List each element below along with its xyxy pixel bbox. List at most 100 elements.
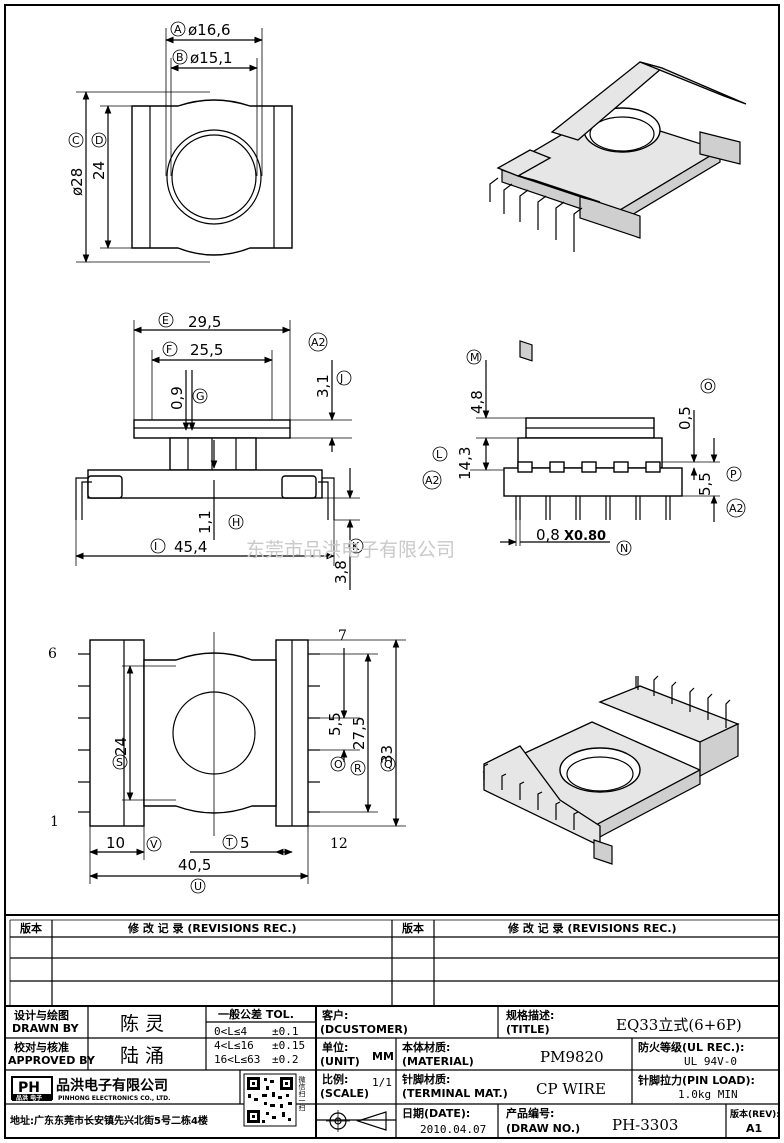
rev-record-header-left: 修 改 记 录 (REVISIONS REC.) bbox=[127, 921, 297, 935]
svg-text:M: M bbox=[470, 351, 480, 364]
company-address: 地址:广东东莞市长安镇先兴北街5号二栋4楼 bbox=[10, 1114, 208, 1127]
svg-text:L: L bbox=[436, 448, 443, 461]
dim-P: 5,5 bbox=[696, 472, 714, 496]
rev-version-header-right: 版本 bbox=[402, 921, 424, 935]
scale-label-en: (SCALE) bbox=[320, 1087, 369, 1100]
svg-text:A2: A2 bbox=[311, 336, 326, 349]
designer-name: 陈 灵 bbox=[120, 1013, 164, 1035]
dim-F: 25,5 bbox=[190, 341, 223, 359]
dim-A: ø16,6 bbox=[188, 21, 231, 39]
pin-7-label: 7 bbox=[338, 628, 347, 644]
svg-text:A2: A2 bbox=[729, 502, 744, 515]
dim-E: 29,5 bbox=[188, 313, 221, 331]
side-view: 4,8 M 14,3 L A2 0,5 O 5,5 P A2 0,8 X0.80… bbox=[422, 349, 746, 556]
svg-text:G: G bbox=[196, 390, 205, 403]
company-logo: PH 品洪 电子 bbox=[11, 1076, 53, 1102]
dim-B: ø15,1 bbox=[190, 49, 233, 67]
unit-label-cn: 单位: bbox=[322, 1040, 348, 1054]
title-block: 设计与绘图 DRAWN BY 陈 灵 校对与核准 APPROVED BY 陆 涌… bbox=[5, 1005, 780, 1138]
tol-value-1: ±0.1 bbox=[272, 1025, 299, 1038]
projection-symbol bbox=[326, 1110, 387, 1132]
svg-text:F: F bbox=[166, 343, 172, 356]
pinload-label: 针脚拉力(PIN LOAD): bbox=[638, 1073, 755, 1087]
rev-value: A1 bbox=[746, 1122, 762, 1135]
terminal-value: CP WIRE bbox=[536, 1080, 606, 1098]
drawno-label-en: (DRAW NO.) bbox=[506, 1122, 580, 1135]
svg-text:T: T bbox=[225, 836, 233, 849]
drawno-value: PH-3303 bbox=[612, 1116, 678, 1134]
tag-B: B bbox=[176, 51, 184, 64]
iso-bottom-hole bbox=[559, 747, 641, 793]
top-view: A ø16,6 B ø15,1 ø28 C 24 D bbox=[68, 21, 293, 263]
company-name-cn: 品洪电子有限公司 bbox=[56, 1077, 168, 1094]
rev-version-header-left: 版本 bbox=[20, 921, 42, 935]
svg-text:S: S bbox=[116, 756, 123, 769]
pinload-value: 1.0kg MIN bbox=[678, 1088, 738, 1101]
drawno-label-cn: 产品编号: bbox=[506, 1106, 554, 1120]
title-value: EQ33立式(6+6P) bbox=[616, 1016, 742, 1034]
top-view-center-hole-inner bbox=[171, 134, 257, 220]
title-label-cn: 规格描述: bbox=[506, 1008, 554, 1022]
dim-N: 0,8 bbox=[536, 526, 560, 544]
svg-text:H: H bbox=[232, 516, 240, 529]
approver-label-cn: 校对与核准 bbox=[14, 1040, 69, 1054]
svg-text:O: O bbox=[334, 758, 343, 771]
material-label-en: (MATERIAL) bbox=[402, 1055, 474, 1068]
date-label: 日期(DATE): bbox=[402, 1106, 470, 1120]
fire-value: UL 94V-0 bbox=[684, 1055, 737, 1068]
svg-text:P: P bbox=[730, 468, 737, 481]
dim-I: 45,4 bbox=[174, 538, 207, 556]
revisions-table: 版本 修 改 记 录 (REVISIONS REC.) 版本 修 改 记 录 (… bbox=[5, 914, 779, 1006]
dim-H: 1,1 bbox=[196, 510, 214, 534]
svg-text:V: V bbox=[150, 838, 158, 851]
dim-D: 24 bbox=[90, 161, 108, 180]
designer-label-cn: 设计与绘图 bbox=[14, 1008, 69, 1022]
scale-label-cn: 比例: bbox=[322, 1072, 348, 1086]
tol-value-2: ±0.15 bbox=[272, 1039, 305, 1052]
front-view: E 29,5 F 25,5 0,9 G 3,1 A2 J 1,1 H I 45,… bbox=[75, 312, 364, 590]
pin-6-label: 6 bbox=[48, 646, 57, 662]
dim-M: 4,8 bbox=[468, 390, 486, 414]
top-view-center-hole-outer bbox=[166, 129, 262, 225]
customer-label-en: (DCUSTOMER) bbox=[320, 1023, 408, 1036]
title-label-en: (TITLE) bbox=[506, 1023, 550, 1036]
dim-V: 10 bbox=[106, 834, 125, 852]
approver-label-en: APPROVED BY bbox=[8, 1054, 96, 1067]
dim-O-bottom: 5,5 bbox=[326, 712, 344, 736]
material-value: PM9820 bbox=[540, 1048, 604, 1066]
svg-text:N: N bbox=[620, 542, 628, 555]
tol-value-3: ±0.2 bbox=[272, 1053, 299, 1066]
dim-O-side: 0,5 bbox=[676, 406, 694, 430]
tol-range-1: 0<L≤4 bbox=[214, 1025, 247, 1038]
top-view-body bbox=[131, 99, 293, 256]
tol-range-3: 16<L≤63 bbox=[214, 1053, 260, 1066]
tol-title: 一般公差 TOL. bbox=[218, 1007, 294, 1021]
svg-text:PH: PH bbox=[18, 1080, 40, 1096]
svg-text:Q: Q bbox=[384, 758, 393, 771]
svg-text:K: K bbox=[352, 540, 360, 553]
svg-text:O: O bbox=[704, 380, 713, 393]
svg-text:A2: A2 bbox=[425, 474, 440, 487]
approver-name: 陆 涌 bbox=[120, 1045, 164, 1067]
pin-12-label: 12 bbox=[330, 836, 348, 852]
svg-text:J: J bbox=[339, 372, 343, 385]
bottom-view: 6 1 7 12 24 S 5,5 O 27,5 R 33 Q 10 V T 5 bbox=[48, 628, 406, 894]
fire-label: 防火等级(UL REC.): bbox=[638, 1040, 744, 1054]
svg-text:品洪 电子: 品洪 电子 bbox=[16, 1094, 42, 1102]
svg-text:I: I bbox=[154, 540, 157, 553]
designer-label-en: DRAWN BY bbox=[12, 1022, 80, 1035]
dim-S: 24 bbox=[112, 737, 130, 756]
rev-label: 版本(REV): bbox=[729, 1108, 780, 1120]
watermark: 东莞市品洪电子有限公司 bbox=[246, 539, 455, 561]
terminal-label-en: (TERMINAL MAT.) bbox=[402, 1087, 508, 1100]
pin-1-label: 1 bbox=[50, 814, 59, 830]
dim-A2: 3,1 bbox=[314, 374, 332, 398]
dim-T: 5 bbox=[240, 834, 250, 852]
dim-N-pin: X0.80 bbox=[564, 529, 606, 544]
dim-K: 3,8 bbox=[332, 560, 350, 584]
date-value: 2010.04.07 bbox=[420, 1123, 486, 1136]
company-name-en: PINHONG ELECTRONICS CO., LTD. bbox=[58, 1095, 170, 1102]
dim-U: 40,5 bbox=[178, 856, 211, 874]
svg-text:C: C bbox=[72, 134, 80, 147]
